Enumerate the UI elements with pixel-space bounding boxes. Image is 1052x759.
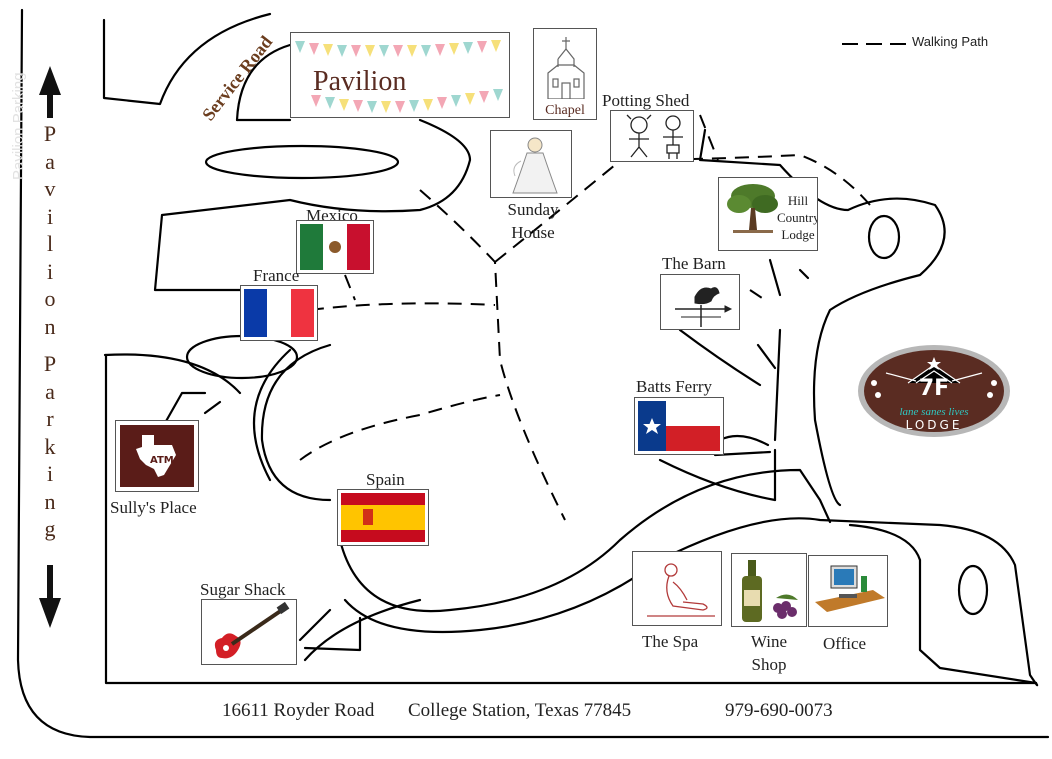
7f-lodge-word: LODGE bbox=[905, 418, 963, 432]
sunday-house-box[interactable] bbox=[490, 130, 572, 198]
potting-shed-label: Potting Shed bbox=[602, 91, 690, 110]
texas-flag-box[interactable] bbox=[634, 397, 724, 455]
sugar-shack-label: Sugar Shack bbox=[200, 580, 286, 599]
office-box[interactable] bbox=[808, 555, 888, 627]
the-barn-box[interactable] bbox=[660, 274, 740, 330]
north-loop bbox=[153, 118, 472, 292]
east-oval bbox=[867, 214, 901, 260]
south-curve-outer bbox=[303, 598, 422, 662]
address-street: 16611 Royder Road bbox=[222, 700, 375, 721]
mexico-flag-box[interactable] bbox=[296, 220, 374, 274]
the-spa-label: The Spa bbox=[642, 632, 699, 651]
sullys-place-box[interactable]: ATM bbox=[115, 420, 199, 492]
bride-icon bbox=[512, 137, 558, 194]
massage-icon bbox=[647, 563, 715, 617]
france-flag-box[interactable] bbox=[240, 285, 318, 341]
east-loop bbox=[698, 128, 946, 507]
potting-shed-box[interactable] bbox=[610, 110, 694, 162]
pavilion-box[interactable]: Pavilion bbox=[290, 32, 510, 118]
sugar-shack-box[interactable] bbox=[201, 599, 297, 665]
7f-mark: 7F bbox=[918, 376, 950, 401]
pavilion-parking-faint: Pavilion Parking bbox=[10, 72, 27, 180]
spain-flag-icon bbox=[341, 493, 425, 542]
batts-ferry-label: Batts Ferry bbox=[636, 377, 713, 396]
kids-drawing-icon bbox=[626, 114, 683, 159]
atm-mark: ATM bbox=[150, 455, 174, 466]
7f-script: lane sanes lives bbox=[899, 406, 969, 418]
roundabout-north bbox=[204, 144, 400, 180]
arrow-down-icon bbox=[39, 565, 61, 628]
arrow-up-icon bbox=[39, 66, 61, 118]
weathervane-icon bbox=[675, 287, 733, 327]
spain-flag-box[interactable] bbox=[337, 489, 429, 546]
phone-number: 979-690-0073 bbox=[725, 700, 833, 721]
office-label: Office bbox=[823, 634, 867, 653]
spain-label: Spain bbox=[366, 470, 405, 489]
7f-lodge-logo[interactable]: 7F lane sanes lives LODGE bbox=[856, 343, 1012, 439]
france-flag-icon bbox=[244, 289, 314, 337]
wine-shop-box[interactable] bbox=[731, 553, 807, 627]
legend-walking-path: Walking Path bbox=[912, 34, 989, 49]
roundabout-west bbox=[185, 334, 299, 380]
the-spa-box[interactable] bbox=[632, 551, 722, 626]
southeast-oval bbox=[957, 564, 989, 616]
texas-am-logo-icon bbox=[120, 425, 194, 487]
france-label: France bbox=[253, 266, 300, 285]
sullys-place-label: Sully's Place bbox=[110, 498, 197, 517]
service-road-outer bbox=[102, 12, 272, 106]
parking-arrows bbox=[39, 66, 61, 628]
walking-paths bbox=[299, 43, 908, 521]
chapel-icon bbox=[547, 37, 585, 100]
main-road-outer bbox=[260, 343, 332, 502]
pavilion-label: Pavilion bbox=[313, 66, 407, 97]
the-barn-label: The Barn bbox=[662, 254, 726, 273]
inner-road-edge bbox=[104, 353, 1038, 685]
texas-flag-icon bbox=[638, 401, 720, 451]
electric-guitar-icon bbox=[214, 601, 290, 659]
outer-road-edge bbox=[16, 8, 1050, 739]
oak-tree-icon bbox=[727, 184, 778, 233]
7f-lodge-emblem-icon bbox=[858, 345, 1010, 437]
chapel-box[interactable]: Chapel bbox=[533, 28, 597, 120]
mexico-flag-icon bbox=[300, 224, 370, 270]
address-city: College Station, Texas 77845 bbox=[408, 700, 632, 721]
south-curve-inner bbox=[338, 468, 832, 613]
wine-bottle-icon bbox=[742, 560, 798, 622]
bunting-icon bbox=[295, 40, 503, 113]
chapel-label: Chapel bbox=[545, 103, 585, 118]
service-road-inner bbox=[235, 43, 292, 122]
office-desk-icon bbox=[815, 565, 885, 612]
